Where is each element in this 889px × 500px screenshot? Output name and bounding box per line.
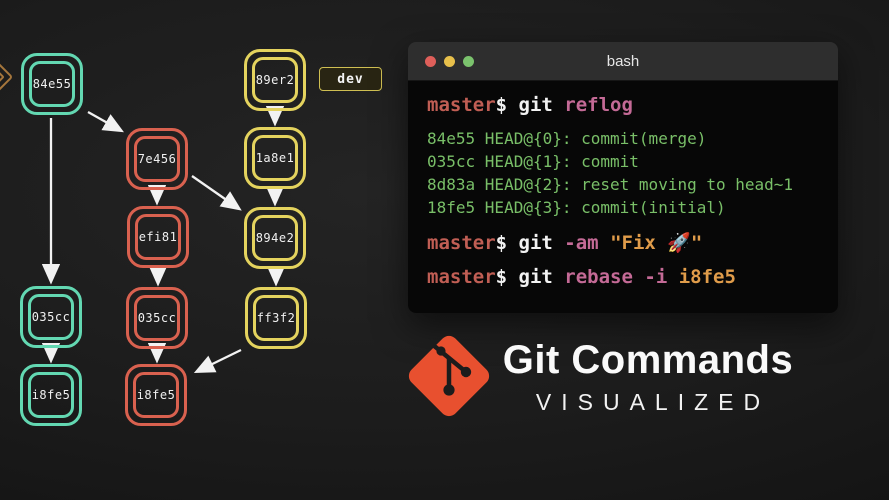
close-button[interactable] bbox=[425, 56, 436, 67]
commit-node-inner: 035cc bbox=[28, 294, 74, 340]
commit-edge-arrow bbox=[191, 175, 242, 211]
commit-node-inner: i8fe5 bbox=[28, 372, 74, 418]
terminal-text-segment: 18fe5 HEAD@{3}: commit(initial) bbox=[427, 198, 726, 217]
commit-node-inner: ff3f2 bbox=[253, 295, 299, 341]
branding-text: Git Commands VISUALIZED bbox=[498, 338, 798, 416]
commit-node-7e456: 7e456 bbox=[126, 128, 188, 190]
terminal-text-segment: 84e55 HEAD@{0}: commit(merge) bbox=[427, 129, 707, 148]
commit-node-inner: 035cc bbox=[134, 295, 180, 341]
terminal-output-line: 84e55 HEAD@{0}: commit(merge) bbox=[427, 127, 819, 150]
commit-edge-arrow bbox=[193, 348, 242, 374]
commit-node-inner: 7e456 bbox=[134, 136, 180, 182]
commit-node-i8fe5: i8fe5 bbox=[125, 364, 187, 426]
commit-hash: 035cc bbox=[137, 311, 177, 325]
terminal-text-segment: 035cc HEAD@{1}: commit bbox=[427, 152, 639, 171]
commit-hash: i8fe5 bbox=[136, 388, 176, 402]
terminal-text-segment: master bbox=[427, 266, 496, 288]
commit-hash: 89er2 bbox=[255, 73, 295, 87]
terminal-text-segment: i8fe5 bbox=[678, 266, 736, 288]
commit-node-894e2: 894e2 bbox=[244, 207, 306, 269]
commit-hash: i8fe5 bbox=[31, 388, 71, 402]
minimize-button[interactable] bbox=[444, 56, 455, 67]
commit-node-035cc: 035cc bbox=[126, 287, 188, 349]
branding-block: Git Commands VISUALIZED bbox=[394, 322, 874, 442]
commit-hash: 84e55 bbox=[32, 77, 72, 91]
terminal-text-segment: -am bbox=[564, 232, 611, 254]
commit-node-inner: efi81 bbox=[135, 214, 181, 260]
commit-node-inner: i8fe5 bbox=[133, 372, 179, 418]
terminal-text-segment: git bbox=[518, 266, 565, 288]
commit-edges-layer bbox=[41, 105, 286, 374]
commit-node-i8fe5: i8fe5 bbox=[20, 364, 82, 426]
commit-node-84e55: 84e55 bbox=[21, 53, 83, 115]
terminal-output-line: 8d83a HEAD@{2}: reset moving to head~1 bbox=[427, 173, 819, 196]
window-controls bbox=[425, 56, 474, 67]
commit-graph: 84e55 035cc i8fe5 7e456 efi81 035cc i8fe5 89er2… bbox=[0, 0, 400, 500]
commit-edge-arrow bbox=[87, 110, 125, 133]
terminal-text-segment: master bbox=[427, 94, 496, 116]
commit-node-89er2: 89er2 bbox=[244, 49, 306, 111]
terminal-text-segment: 8d83a HEAD@{2}: reset moving to head~1 bbox=[427, 175, 794, 194]
commit-node-efi81: efi81 bbox=[127, 206, 189, 268]
git-logo-icon bbox=[408, 335, 490, 417]
commit-hash: efi81 bbox=[138, 230, 178, 244]
terminal-text-segment: -i bbox=[644, 266, 679, 288]
commit-hash: 035cc bbox=[31, 310, 71, 324]
terminal-text-segment: $ bbox=[495, 232, 519, 254]
terminal-text-segment: rebase bbox=[564, 266, 645, 288]
maximize-button[interactable] bbox=[463, 56, 474, 67]
commit-node-inner: 894e2 bbox=[252, 215, 298, 261]
terminal-text-segment: git bbox=[518, 232, 565, 254]
commit-node-inner: 84e55 bbox=[29, 61, 75, 107]
terminal-title: bash bbox=[606, 52, 640, 70]
commit-node-035cc: 035cc bbox=[20, 286, 82, 348]
terminal-text-segment: reflog bbox=[564, 94, 633, 116]
commit-hash: 894e2 bbox=[255, 231, 295, 245]
terminal-titlebar: bash bbox=[408, 42, 838, 81]
terminal-text-segment: $ bbox=[495, 94, 519, 116]
terminal-output-line: 18fe5 HEAD@{3}: commit(initial) bbox=[427, 196, 819, 219]
terminal-text-segment: git bbox=[518, 94, 565, 116]
terminal-command-line: master$ git -am "Fix 🚀" bbox=[427, 231, 819, 254]
commit-node-1a8e1: 1a8e1 bbox=[244, 127, 306, 189]
terminal-text-segment: "Fix 🚀" bbox=[610, 232, 703, 254]
commit-node-inner: 1a8e1 bbox=[252, 135, 298, 181]
branch-label-dev: dev bbox=[319, 67, 382, 91]
commit-hash: 7e456 bbox=[137, 152, 177, 166]
commit-hash: 1a8e1 bbox=[255, 151, 295, 165]
terminal-command-line: master$ git rebase -i i8fe5 bbox=[427, 266, 819, 288]
terminal-output-line: 035cc HEAD@{1}: commit bbox=[427, 150, 819, 173]
terminal-command-line: master$ git reflog bbox=[427, 94, 819, 116]
commit-node-ff3f2: ff3f2 bbox=[245, 287, 307, 349]
terminal-text-segment: master bbox=[427, 232, 496, 254]
commit-hash: ff3f2 bbox=[256, 311, 296, 325]
terminal-text-segment: $ bbox=[495, 266, 519, 288]
commit-node-inner: 89er2 bbox=[252, 57, 298, 103]
branding-title: Git Commands bbox=[502, 338, 794, 382]
branding-subtitle: VISUALIZED bbox=[535, 389, 771, 415]
